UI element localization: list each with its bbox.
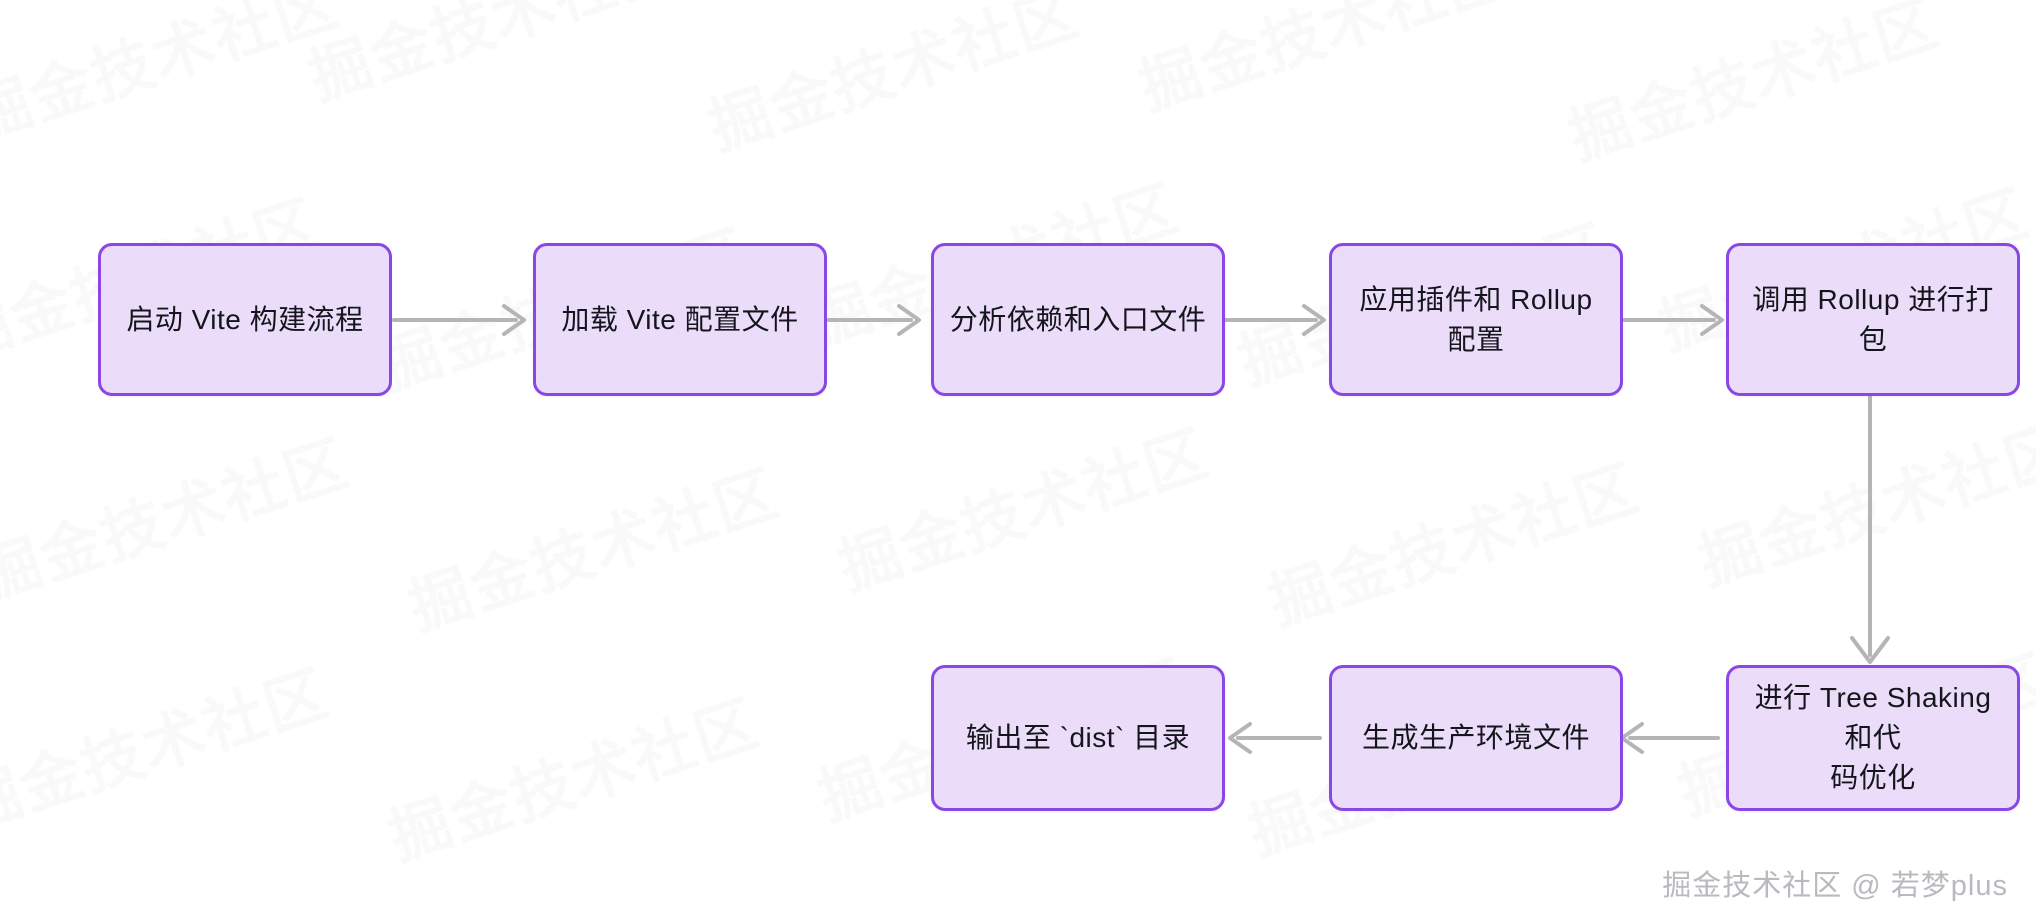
node-label: 生成生产环境文件 <box>1361 722 1590 754</box>
edge-n1-n2 <box>392 304 526 336</box>
edge-n5-n6 <box>1850 388 1890 664</box>
footer-watermark: 掘金技术社区 @ 若梦plus <box>1662 870 2008 902</box>
node-label: 应用插件和 Rollup 配置 <box>1359 283 1593 355</box>
node-tree-shaking-optimize[interactable]: 进行 Tree Shaking 和代 码优化 <box>1726 665 2020 811</box>
background-watermark-text: 掘金技术社区 <box>1255 438 1648 642</box>
node-generate-production-files[interactable]: 生成生产环境文件 <box>1329 665 1623 811</box>
edge-n4-n5 <box>1622 304 1724 336</box>
node-label: 调用 Rollup 进行打包 <box>1752 283 1994 355</box>
node-label: 进行 Tree Shaking 和代 码优化 <box>1754 682 1992 793</box>
node-label: 加载 Vite 配置文件 <box>561 303 799 335</box>
background-watermark-text: 掘金技术社区 <box>1555 0 1948 177</box>
background-watermark-text: 掘金技术社区 <box>695 0 1088 167</box>
background-watermark-text: 掘金技术社区 <box>0 643 339 847</box>
node-load-vite-config[interactable]: 加载 Vite 配置文件 <box>533 243 827 396</box>
node-start-vite-build[interactable]: 启动 Vite 构建流程 <box>98 243 392 396</box>
node-apply-plugins-rollup-config[interactable]: 应用插件和 Rollup 配置 <box>1329 243 1623 396</box>
node-label: 分析依赖和入口文件 <box>949 303 1207 335</box>
background-watermark-text: 掘金技术社区 <box>825 403 1218 607</box>
background-watermark-text: 掘金技术社区 <box>295 0 688 117</box>
edge-n7-n8 <box>1228 722 1322 754</box>
background-watermark-text: 掘金技术社区 <box>375 673 768 877</box>
node-output-to-dist[interactable]: 输出至 `dist` 目录 <box>931 665 1225 811</box>
node-invoke-rollup-bundle[interactable]: 调用 Rollup 进行打包 <box>1726 243 2020 396</box>
background-watermark-text: 掘金技术社区 <box>0 413 359 617</box>
background-watermark-text: 掘金技术社区 <box>395 443 788 647</box>
edge-n3-n4 <box>1224 304 1326 336</box>
background-watermark-text: 掘金技术社区 <box>1685 398 2036 602</box>
node-label: 启动 Vite 构建流程 <box>126 303 364 335</box>
node-label: 输出至 `dist` 目录 <box>965 722 1191 754</box>
edge-n6-n7 <box>1620 722 1720 754</box>
background-watermark-text: 掘金技术社区 <box>0 0 349 157</box>
background-watermark-text: 掘金技术社区 <box>1125 0 1518 127</box>
node-analyze-deps-entry[interactable]: 分析依赖和入口文件 <box>931 243 1225 396</box>
edge-n2-n3 <box>827 304 921 336</box>
